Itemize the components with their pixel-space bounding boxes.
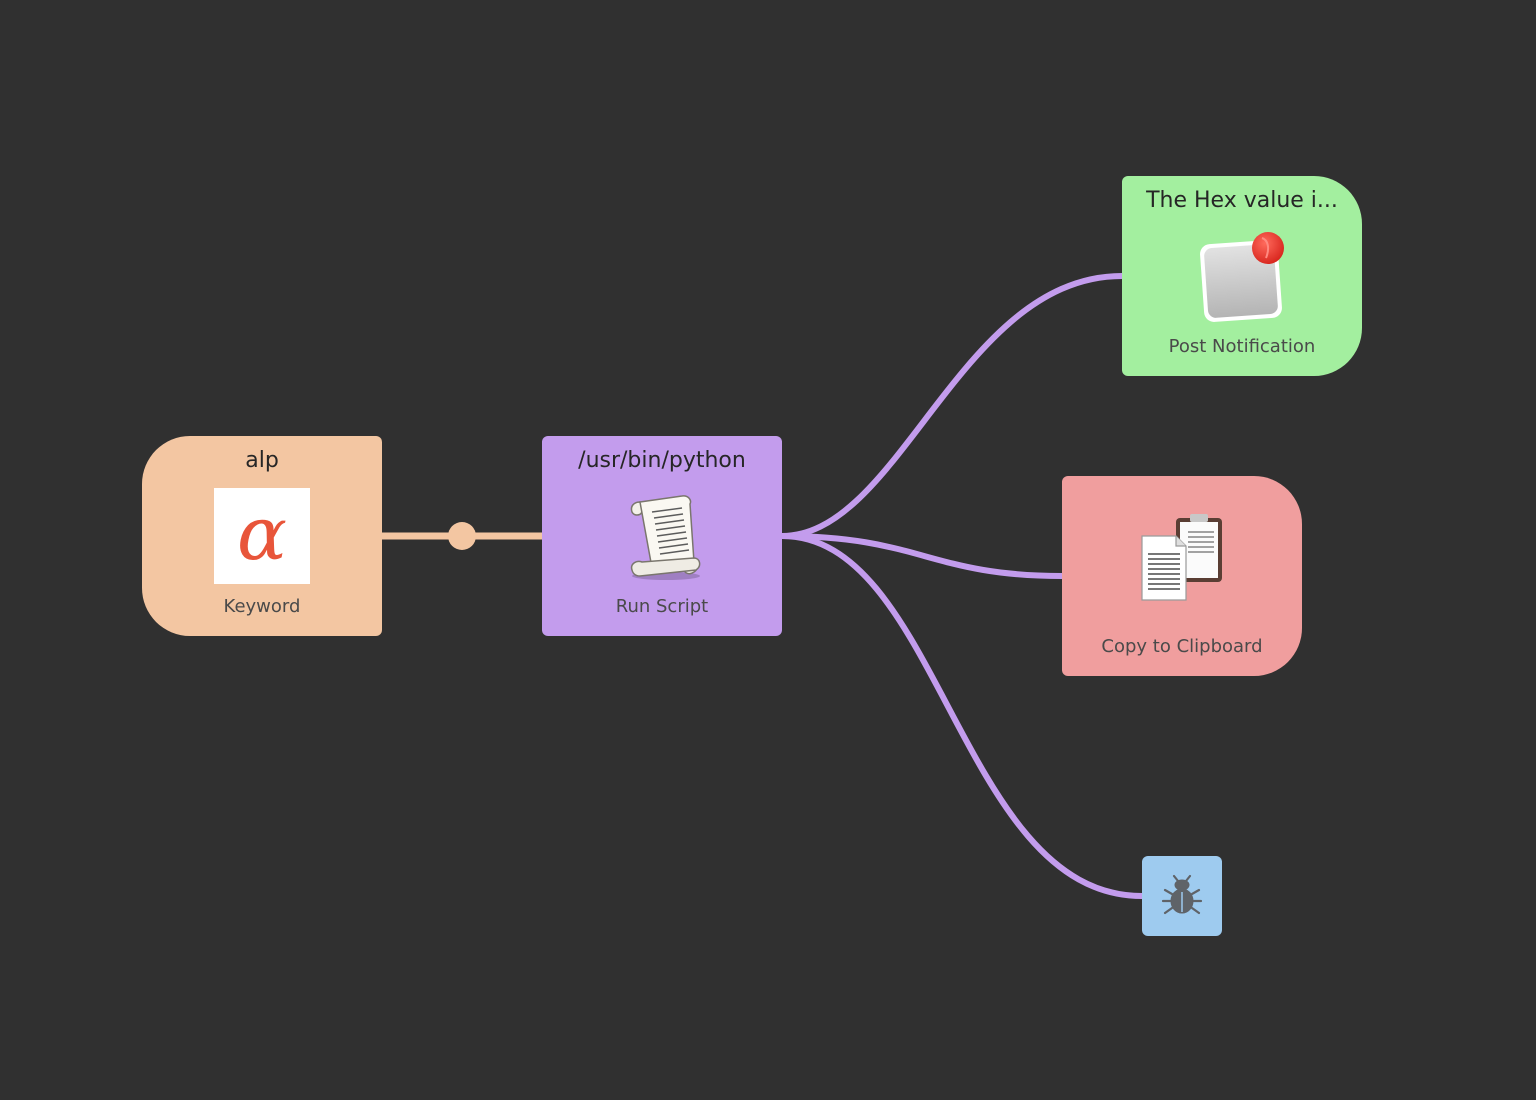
post-notification-node[interactable]: The Hex value i... Post Notification: [1122, 176, 1362, 376]
notification-node-label: Post Notification: [1168, 336, 1316, 357]
debug-node[interactable]: [1142, 856, 1222, 936]
script-scroll-icon: [630, 495, 701, 580]
alpha-glyph: α: [237, 491, 287, 577]
clipboard-icon: [1141, 514, 1222, 601]
bug-icon: [1161, 874, 1203, 915]
clipboard-node-label: Copy to Clipboard: [1101, 636, 1263, 657]
script-to-debug-connection[interactable]: [781, 533, 1143, 899]
connection-junction-dot[interactable]: [448, 522, 476, 550]
copy-to-clipboard-node[interactable]: Copy to Clipboard: [1062, 476, 1302, 676]
keyword-node-title: alp: [245, 448, 279, 473]
script-node-label: Run Script: [615, 596, 709, 617]
notification-node-title: The Hex value i...: [1146, 188, 1338, 213]
run-script-node[interactable]: /usr/bin/python Run Script: [542, 436, 782, 636]
script-to-clipboard-connection[interactable]: [781, 533, 1063, 579]
script-to-notification-connection[interactable]: [781, 273, 1123, 539]
alpha-icon: α: [214, 488, 310, 584]
script-node-title: /usr/bin/python: [578, 448, 746, 473]
keyword-input-node[interactable]: alp α Keyword: [142, 436, 382, 636]
keyword-node-label: Keyword: [223, 596, 301, 617]
notification-icon: [1200, 232, 1284, 322]
